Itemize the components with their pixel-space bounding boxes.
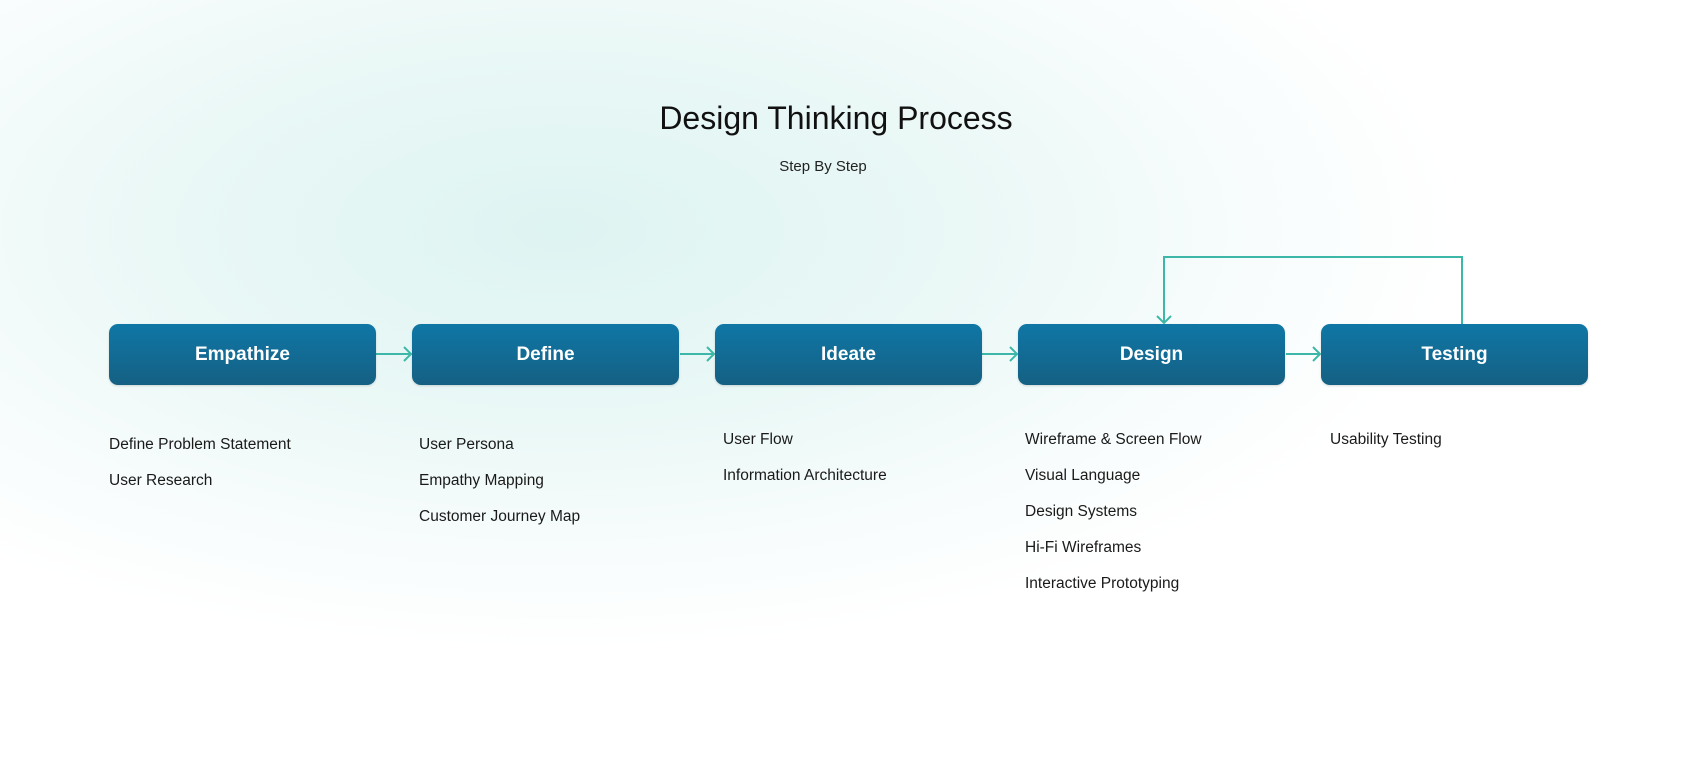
- step-label: Design: [1119, 343, 1184, 365]
- list-item: Information Architecture: [723, 467, 887, 484]
- ideate-activities: User Flow Information Architecture: [723, 430, 887, 502]
- list-item: User Research: [109, 472, 213, 489]
- arrow-ideate-design: [982, 346, 1019, 362]
- step-testing[interactable]: Testing: [1321, 324, 1588, 385]
- arrow-empathize-define: [376, 346, 413, 362]
- step-label: Testing: [1421, 343, 1488, 365]
- list-item: Hi-Fi Wireframes: [1025, 539, 1142, 556]
- list-item: User Flow: [723, 431, 793, 448]
- list-item: Empathy Mapping: [419, 472, 544, 489]
- page-title: Design Thinking Process: [659, 100, 1013, 136]
- step-define[interactable]: Define: [412, 324, 679, 385]
- list-item: Design Systems: [1025, 503, 1137, 520]
- list-item: Define Problem Statement: [109, 436, 291, 453]
- page-subtitle: Step By Step: [779, 158, 867, 175]
- list-item: User Persona: [419, 436, 514, 453]
- testing-activities: Usability Testing: [1330, 430, 1442, 466]
- step-ideate[interactable]: Ideate: [715, 324, 982, 385]
- design-activities: Wireframe & Screen Flow Visual Language …: [1025, 430, 1202, 610]
- arrow-design-testing: [1286, 346, 1322, 362]
- list-item: Usability Testing: [1330, 431, 1442, 448]
- list-item: Customer Journey Map: [419, 508, 581, 525]
- step-empathize[interactable]: Empathize: [109, 324, 376, 385]
- list-item: Wireframe & Screen Flow: [1025, 431, 1202, 448]
- step-design[interactable]: Design: [1018, 324, 1285, 385]
- step-label: Ideate: [821, 343, 876, 365]
- list-item: Visual Language: [1025, 467, 1141, 484]
- feedback-loop-arrow: [1156, 256, 1463, 325]
- list-item: Interactive Prototyping: [1025, 575, 1180, 592]
- step-label: Define: [516, 343, 575, 365]
- define-activities: User Persona Empathy Mapping Customer Jo…: [419, 435, 580, 543]
- step-label: Empathize: [194, 343, 291, 365]
- arrow-define-ideate: [680, 346, 716, 362]
- empathize-activities: Define Problem Statement User Research: [109, 435, 291, 507]
